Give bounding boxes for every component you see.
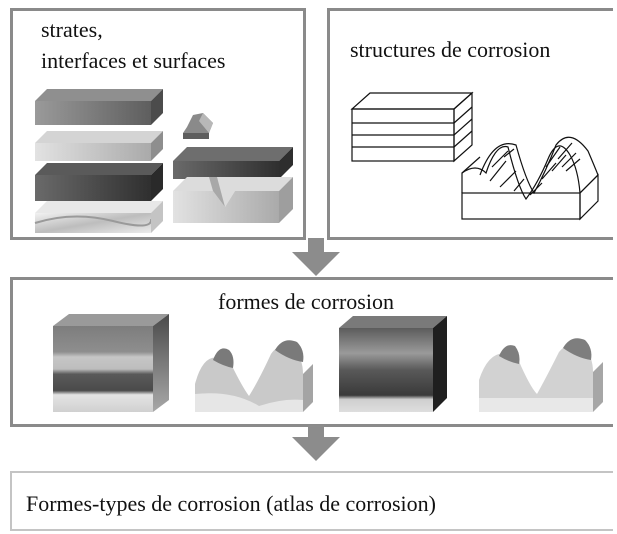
structures-panel-title: structures de corrosion bbox=[350, 37, 551, 62]
layer-slab-dark bbox=[35, 163, 163, 201]
corrosion-form-layered-block bbox=[53, 314, 169, 412]
forms-illustration bbox=[53, 314, 603, 412]
forms-panel-title: formes de corrosion bbox=[218, 289, 394, 314]
down-arrow-icon bbox=[292, 425, 340, 461]
grooved-surface bbox=[173, 177, 293, 223]
wireframe-corroded-block bbox=[461, 136, 599, 221]
layer-slab-top bbox=[35, 89, 163, 125]
forms-panel: formes de corrosion bbox=[10, 277, 613, 427]
atlas-panel: Formes-types de corrosion (atlas de corr… bbox=[10, 471, 613, 531]
wireframe-layered-block bbox=[350, 91, 474, 163]
corrosion-form-pitted-block bbox=[195, 340, 313, 412]
strata-illustration bbox=[34, 89, 293, 233]
structures-panel: structures de corrosion bbox=[327, 8, 613, 240]
down-arrow-icon bbox=[292, 238, 340, 276]
corrosion-form-dark-block bbox=[339, 316, 447, 412]
layer-slab-surface bbox=[34, 201, 163, 233]
atlas-panel-title: Formes-types de corrosion (atlas de corr… bbox=[26, 491, 436, 516]
strata-panel-title-line2: interfaces et surfaces bbox=[41, 48, 226, 73]
strata-panel: strates, interfaces et surfaces bbox=[10, 8, 306, 240]
corrosion-form-pitted-light-block bbox=[479, 338, 603, 412]
interface-slab bbox=[173, 147, 293, 179]
layer-slab-light bbox=[35, 131, 163, 161]
structures-wireframe-illustration bbox=[350, 91, 599, 221]
strata-panel-title-line1: strates, bbox=[41, 17, 103, 42]
detached-crust bbox=[183, 113, 213, 139]
